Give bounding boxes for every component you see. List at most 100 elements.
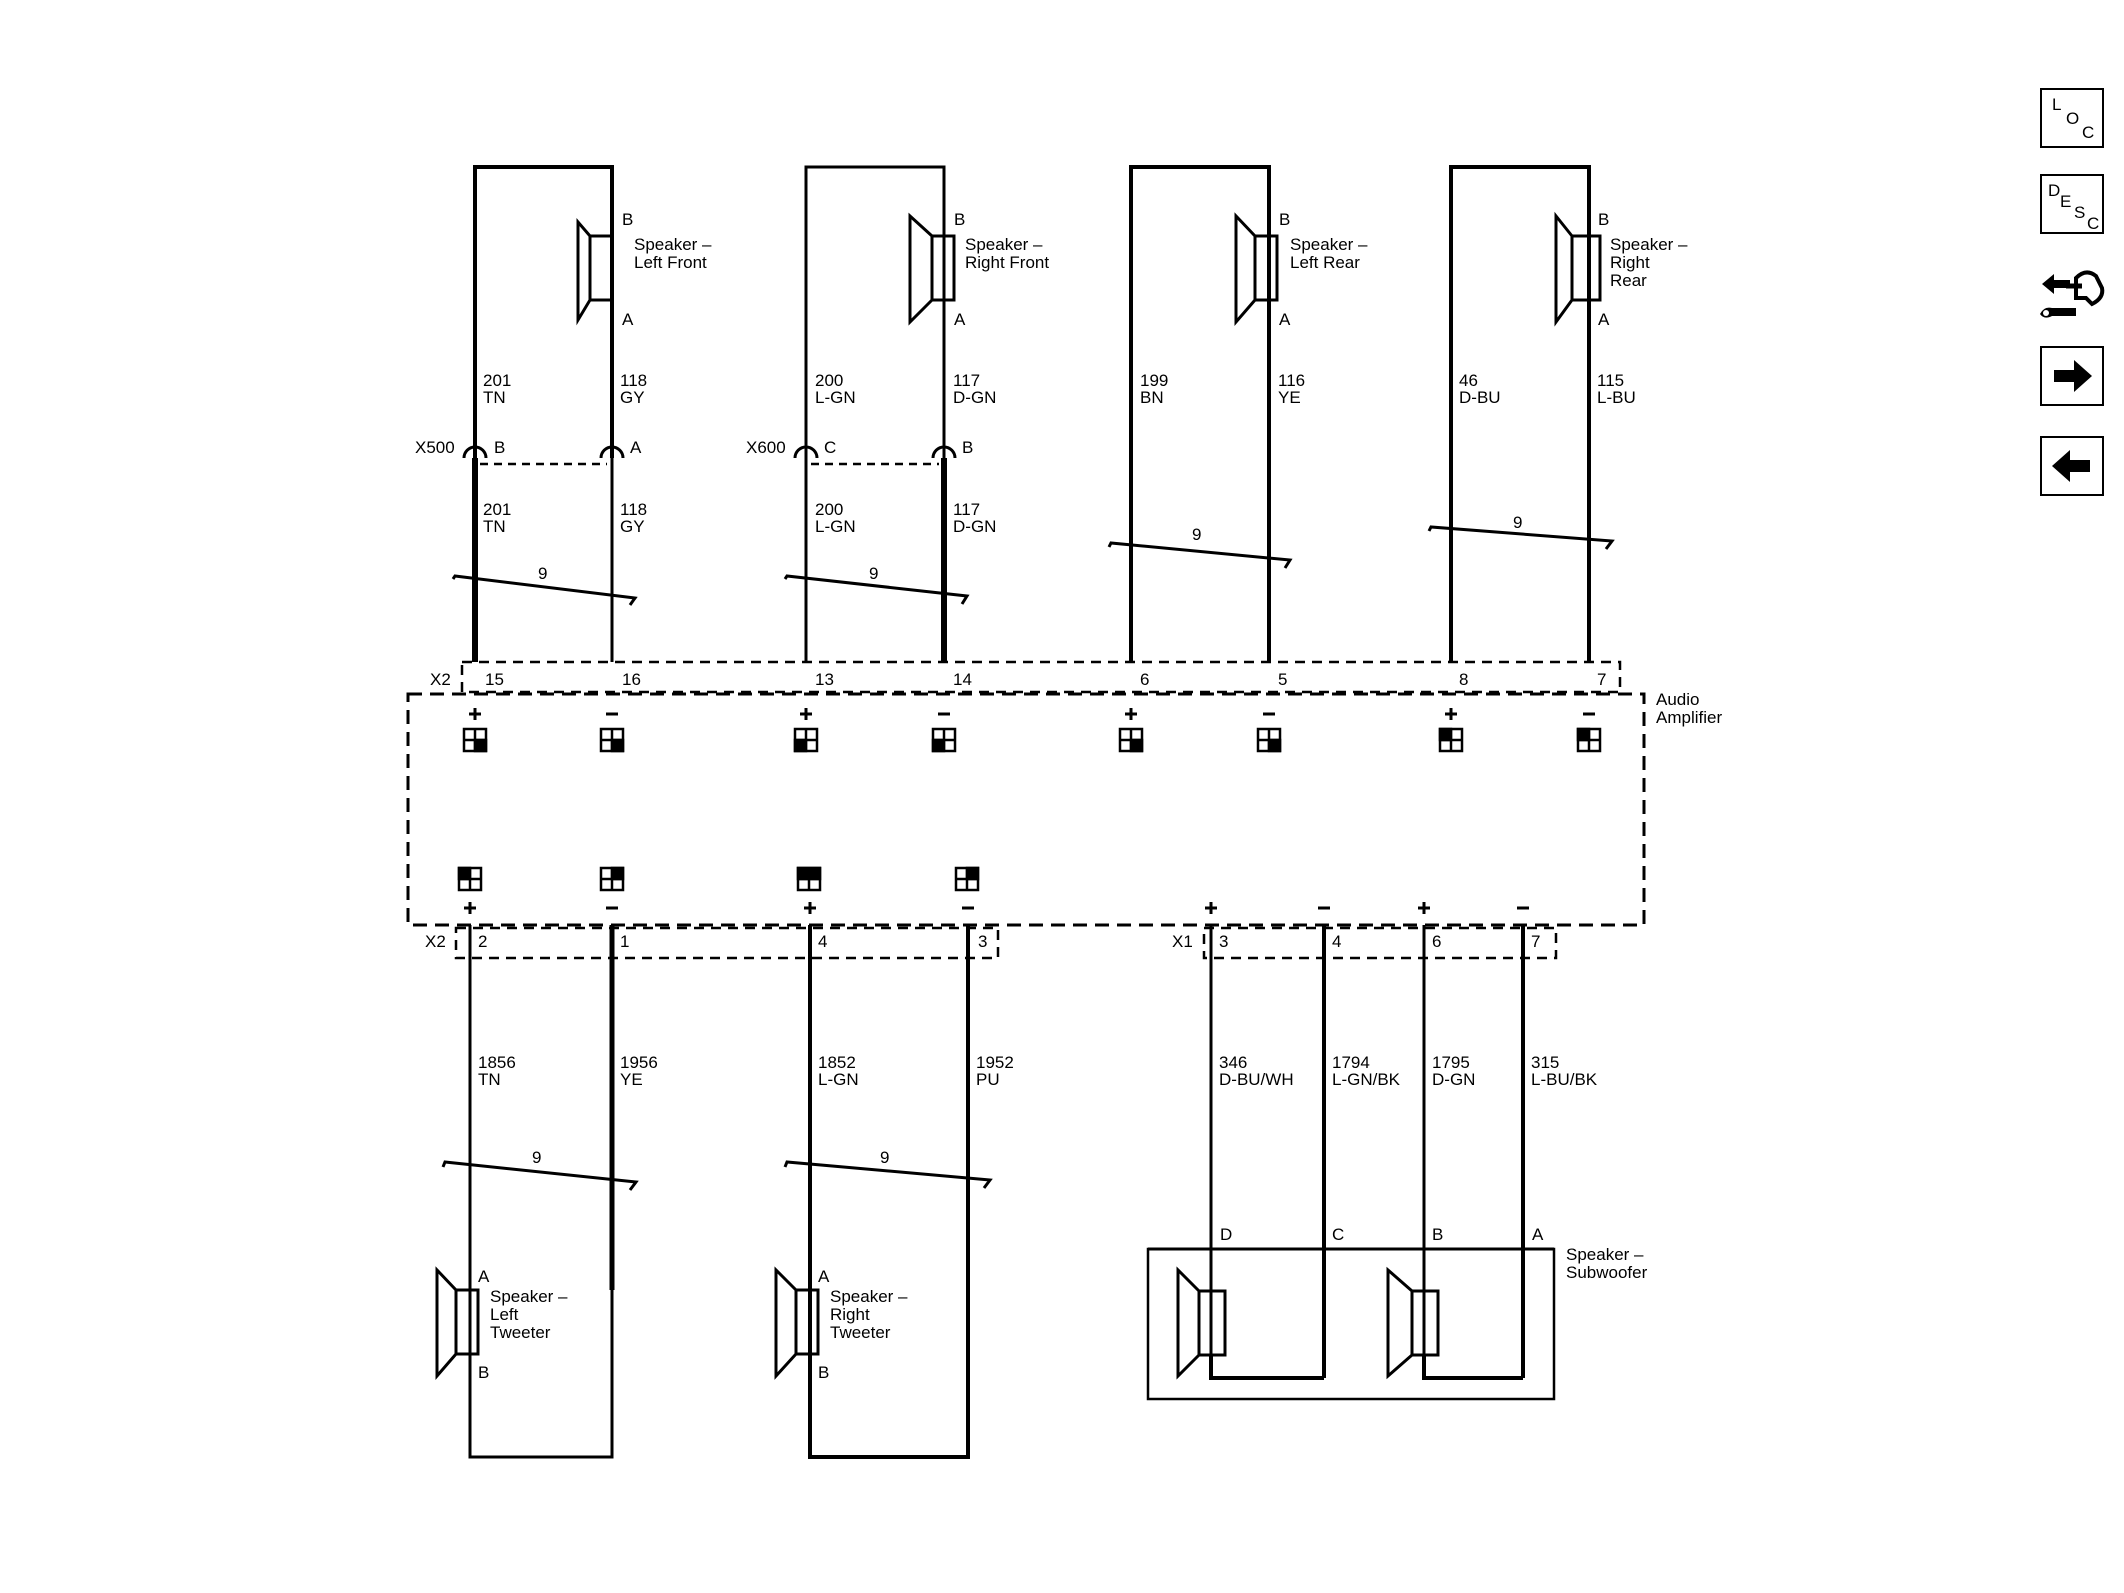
connector-x2-bottom-label: X2 bbox=[425, 932, 446, 951]
twist-label: 9 bbox=[880, 1148, 889, 1167]
subwoofer-circuit bbox=[1146, 925, 1556, 1401]
pin-number: 4 bbox=[1332, 932, 1341, 951]
pin-number: 7 bbox=[1531, 932, 1540, 951]
speaker-left-rear-label: Speaker –Left Rear bbox=[1290, 235, 1368, 272]
pin-number: 3 bbox=[978, 932, 987, 951]
twist-label: 9 bbox=[869, 564, 878, 583]
pin-label: B bbox=[962, 438, 973, 457]
next-button[interactable] bbox=[2040, 346, 2104, 406]
desc-letter: C bbox=[2087, 214, 2100, 233]
top-speaker-symbols bbox=[576, 211, 1602, 327]
pin-number: 6 bbox=[1432, 932, 1441, 951]
right-tweeter-circuit bbox=[774, 925, 993, 1459]
pin-number: 8 bbox=[1459, 670, 1468, 689]
desc-letter: E bbox=[2060, 192, 2072, 211]
pin-number: 14 bbox=[953, 670, 972, 689]
pin-label: A bbox=[630, 438, 642, 457]
pin-number: 15 bbox=[485, 670, 504, 689]
right-front-circuit bbox=[783, 165, 970, 662]
left-tweeter-circuit bbox=[435, 925, 639, 1459]
twist-label: 9 bbox=[1513, 513, 1522, 532]
pin-label: B bbox=[622, 210, 633, 229]
loc-letter: C bbox=[2082, 123, 2095, 142]
right-rear-circuit bbox=[1427, 165, 1615, 662]
arrow-right-icon bbox=[2054, 360, 2092, 392]
pin-label: A bbox=[1532, 1225, 1544, 1244]
pin-label: A bbox=[1279, 310, 1291, 329]
pin-number: 3 bbox=[1219, 932, 1228, 951]
inline-connectors bbox=[462, 445, 957, 459]
back-button[interactable] bbox=[2040, 436, 2104, 496]
speaker-labels: Speaker –Left Front Speaker –Right Front… bbox=[490, 235, 1722, 1342]
connector-wrench-icon bbox=[2040, 270, 2105, 318]
pin-number: 13 bbox=[815, 670, 834, 689]
pin-label: A bbox=[622, 310, 634, 329]
pin-label: D bbox=[1220, 1225, 1232, 1244]
arrow-left-icon bbox=[2052, 450, 2090, 482]
pin-number: 16 bbox=[622, 670, 641, 689]
loc-letter: L bbox=[2052, 95, 2062, 114]
pin-label: B bbox=[818, 1363, 829, 1382]
connector-x600-label: X600 bbox=[746, 438, 786, 457]
location-button[interactable]: L O C bbox=[2040, 88, 2104, 148]
pin-label: B bbox=[954, 210, 965, 229]
speaker-pin-labels: B A B A B A B A A B A B D C B A bbox=[478, 210, 1610, 1382]
pin-label: A bbox=[1598, 310, 1610, 329]
twisted-pair-labels: 9 9 9 9 9 9 bbox=[532, 513, 1522, 1167]
loc-letter: O bbox=[2066, 109, 2080, 128]
amplifier-terminal-icons bbox=[457, 727, 1602, 892]
pin-label: A bbox=[818, 1267, 830, 1286]
connector-x500-label: X500 bbox=[415, 438, 455, 457]
left-rear-circuit bbox=[1107, 165, 1293, 662]
amplifier-pin-numbers: 15 16 13 14 6 5 8 7 2 1 4 3 3 4 6 7 bbox=[478, 670, 1606, 951]
pin-label: A bbox=[478, 1267, 490, 1286]
pin-number: 6 bbox=[1140, 670, 1149, 689]
desc-letter: D bbox=[2048, 181, 2061, 200]
twist-label: 9 bbox=[1192, 525, 1201, 544]
connector-x2-top-label: X2 bbox=[430, 670, 451, 689]
pin-number: 1 bbox=[620, 932, 629, 951]
pin-number: 5 bbox=[1278, 670, 1287, 689]
speaker-right-front-label: Speaker –Right Front bbox=[965, 235, 1049, 272]
pin-label: A bbox=[954, 310, 966, 329]
connector-labels: X500 B A X600 C B X2 X2 X1 bbox=[415, 438, 1193, 951]
pin-label: B bbox=[1432, 1225, 1443, 1244]
pin-label: B bbox=[1279, 210, 1290, 229]
twist-label: 9 bbox=[532, 1148, 541, 1167]
speaker-subwoofer-label: Speaker –Subwoofer bbox=[1566, 1245, 1648, 1282]
left-front-circuit bbox=[451, 165, 638, 662]
desc-letter: S bbox=[2074, 203, 2086, 222]
description-button[interactable]: D E S C bbox=[2040, 174, 2104, 234]
pin-number: 4 bbox=[818, 932, 827, 951]
pin-number: 2 bbox=[478, 932, 487, 951]
speaker-left-front-label: Speaker –Left Front bbox=[634, 235, 712, 272]
pin-label: C bbox=[824, 438, 836, 457]
pin-label: B bbox=[1598, 210, 1609, 229]
audio-amplifier bbox=[406, 660, 1646, 960]
connector-service-button[interactable] bbox=[2036, 258, 2108, 328]
twist-label: 9 bbox=[538, 564, 547, 583]
